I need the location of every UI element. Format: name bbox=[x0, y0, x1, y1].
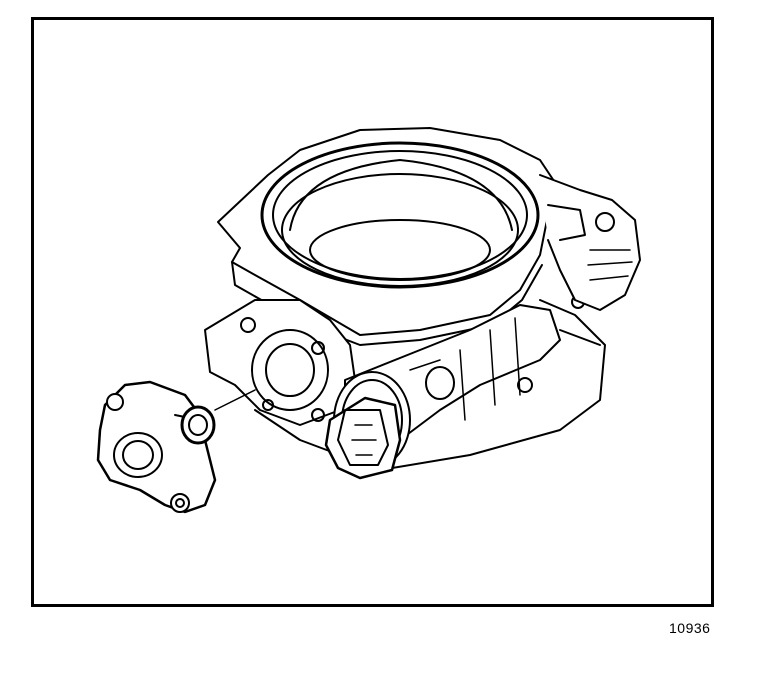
throttle-body bbox=[204, 127, 641, 471]
throttle-position-sensor bbox=[96, 380, 217, 514]
o-ring-seal bbox=[180, 405, 216, 445]
electrical-connector bbox=[324, 396, 402, 480]
alignment-line bbox=[214, 389, 256, 411]
figure-id-label: 10936 bbox=[669, 620, 711, 636]
